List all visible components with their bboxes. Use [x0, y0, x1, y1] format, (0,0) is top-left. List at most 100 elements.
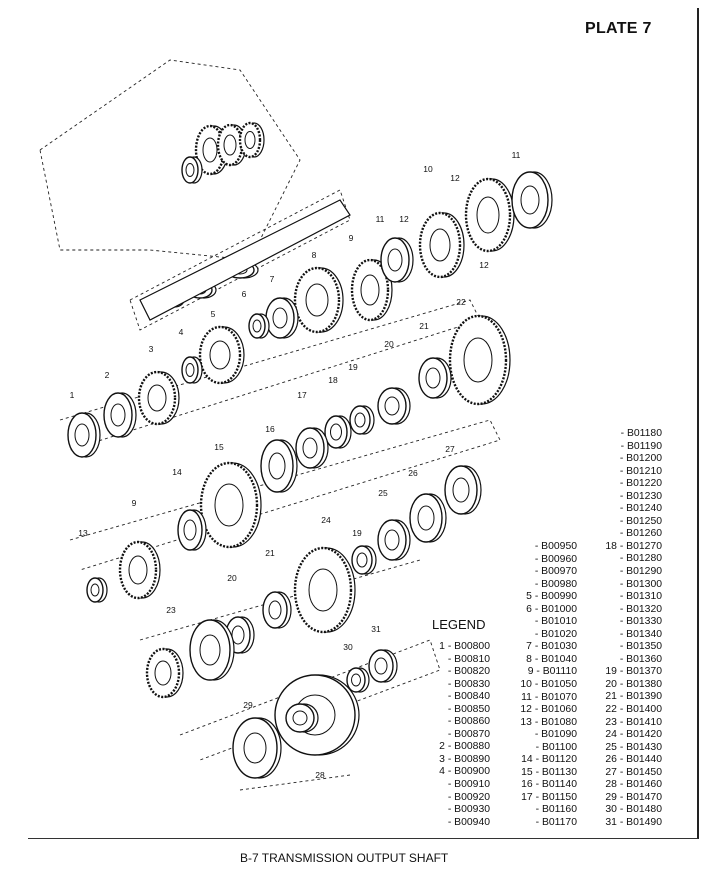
legend-entry: - B01220: [619, 478, 662, 490]
legend-entry: 29 - B01470: [605, 791, 662, 803]
legend-entry: - B01160: [535, 804, 577, 816]
legend-entry: - B00980: [534, 578, 577, 590]
legend-entry: 5 - B00990: [526, 591, 577, 603]
legend-entry: - B00830: [447, 678, 490, 690]
legend-entry: - B00940: [447, 816, 490, 828]
legend-entry: 10 - B01050: [520, 679, 577, 691]
legend-entry: - B01350: [619, 641, 662, 653]
legend-entry: 15 - B01130: [521, 766, 577, 778]
legend-entry: 6 - B01000: [526, 603, 577, 615]
part-callout: 2: [105, 370, 110, 380]
ring-part: [511, 171, 553, 229]
legend-entry: 2 - B00880: [439, 741, 490, 753]
bearing-part: [262, 591, 292, 629]
legend-entry: - B00810: [447, 653, 490, 665]
legend-entry: - B01260: [619, 528, 662, 540]
legend-entry: - B01170: [535, 817, 577, 829]
legend-entry: - B01010: [534, 616, 577, 628]
gear-part: [418, 211, 465, 279]
part-callout: 9: [132, 498, 137, 508]
bearing-part: [103, 392, 137, 438]
legend-entry: 7 - B01030: [526, 641, 577, 653]
legend-entry: 9 - B01110: [527, 666, 577, 678]
ring-part: [67, 412, 101, 458]
legend-column-1: 1 - B00800- B00810- B00820- B00830- B008…: [420, 641, 490, 829]
ring-part: [181, 356, 203, 384]
legend-entry: - B00930: [447, 804, 490, 816]
legend-entry: - B01290: [619, 566, 662, 578]
legend-entry: - B01020: [534, 628, 577, 640]
ring-part: [248, 313, 270, 339]
part-callout: 31: [371, 624, 381, 634]
gear-part: [137, 370, 180, 426]
legend-entry: - B01310: [619, 591, 662, 603]
legend-entry: - B00970: [534, 566, 577, 578]
gear-part: [448, 314, 511, 406]
legend-entry: - B00960: [534, 553, 577, 565]
ring-part: [295, 427, 329, 469]
part-callout: 17: [297, 390, 307, 400]
bearing-part: [177, 509, 207, 551]
plate-frame: [28, 8, 699, 839]
output-shaft: [139, 199, 351, 321]
legend-entry: 18 - B01270: [605, 540, 662, 552]
bearing-part: [181, 156, 203, 184]
legend-entry: - B00920: [447, 791, 490, 803]
legend-entry: - B00910: [447, 779, 490, 791]
part-callout: 13: [78, 528, 88, 538]
legend-entry: - B00870: [447, 728, 490, 740]
part-callout: 19: [348, 362, 358, 372]
ring-part: [346, 667, 370, 693]
legend-entry: 17 - B01150: [521, 791, 577, 803]
legend-entry: - B00820: [447, 666, 490, 678]
legend-entry: 30 - B01480: [605, 804, 662, 816]
part-callout: 9: [349, 233, 354, 243]
ring-part: [380, 237, 414, 283]
legend-entry: - B00950: [534, 541, 577, 552]
legend-entry: 26 - B01440: [605, 754, 662, 766]
legend-entry: - B01210: [619, 465, 662, 477]
part-callout: 12: [399, 214, 409, 224]
legend-entry: - B01240: [619, 503, 662, 515]
diagram-caption: B-7 TRANSMISSION OUTPUT SHAFT: [240, 851, 449, 865]
ring-part: [368, 649, 398, 683]
legend-title: LEGEND: [432, 617, 486, 632]
part-callout: 27: [445, 444, 455, 454]
ring-part: [351, 545, 377, 575]
part-callout: 21: [265, 548, 275, 558]
gear-part: [118, 540, 161, 600]
plate-label: PLATE 7: [585, 20, 652, 37]
legend-entry: 28 - B01460: [605, 779, 662, 791]
legend-entry: 20 - B01380: [605, 678, 662, 690]
legend-entry: 14 - B01120: [521, 754, 577, 766]
part-callout: 21: [419, 321, 429, 331]
legend-entry: - B01190: [620, 440, 662, 452]
bearing-part: [260, 439, 298, 493]
gear-part: [350, 258, 393, 322]
ring-part: [86, 577, 108, 603]
part-callout: 8: [312, 250, 317, 260]
legend-entry: - B00850: [447, 703, 490, 715]
legend-entry: - B01200: [619, 453, 662, 465]
gear-part: [464, 177, 515, 253]
legend-entry: 13 - B01080: [520, 716, 577, 728]
part-callout: 23: [166, 605, 176, 615]
bearing-part: [285, 703, 319, 733]
part-callout: 24: [321, 515, 331, 525]
part-callout: 14: [172, 467, 182, 477]
legend-column-3: - B01180- B01190- B01200- B01210- B01220…: [590, 428, 662, 830]
legend-entry: 22 - B01400: [605, 704, 662, 716]
legend-entry: - B01250: [619, 515, 662, 527]
legend-entry: 16 - B01140: [521, 779, 577, 791]
part-callout: 6: [242, 289, 247, 299]
legend-entry: 27 - B01450: [605, 766, 662, 778]
group-bracket: [59, 299, 481, 451]
legend-entry: - B01280: [619, 553, 662, 565]
legend-entry: 31 - B01490: [605, 816, 662, 828]
legend-entry: 25 - B01430: [605, 741, 662, 753]
ring-part: [189, 619, 235, 681]
part-callout: 15: [214, 442, 224, 452]
bearing-part: [418, 357, 452, 399]
